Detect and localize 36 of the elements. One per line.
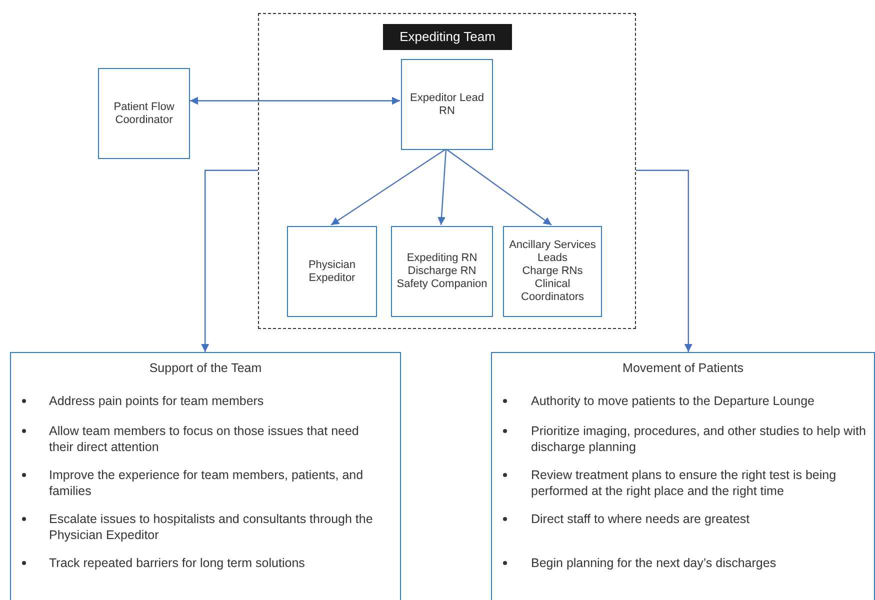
arrow bbox=[201, 170, 258, 352]
box-heading: Support of the Team bbox=[148, 360, 263, 376]
arrow bbox=[438, 148, 447, 226]
arrow bbox=[330, 148, 446, 226]
node-text: Expediting RN bbox=[406, 252, 478, 265]
list-box bbox=[491, 352, 875, 600]
node-text: Expeditor Lead RN bbox=[409, 92, 485, 118]
node-text: Physician Expeditor bbox=[307, 258, 357, 284]
node-text: Patient Flow Coordinator bbox=[112, 100, 176, 126]
process-box bbox=[503, 226, 602, 317]
list-item-text: Direct staff to where needs are greatest bbox=[531, 511, 751, 527]
process-box bbox=[391, 226, 493, 317]
list-item-text: Improve the experience for team members, patients, and families bbox=[49, 467, 364, 499]
list-box bbox=[10, 352, 401, 600]
dashed-group-box bbox=[258, 13, 636, 329]
list-item-text: Begin planning for the next day’s discharges bbox=[531, 555, 778, 571]
list-item-text: Track repeated barriers for long term solutions bbox=[49, 555, 306, 571]
node-text: Clinical Coordinators bbox=[520, 278, 585, 304]
arrow bbox=[636, 170, 692, 352]
double-arrow bbox=[190, 96, 400, 105]
node-text: Charge RNs bbox=[522, 265, 583, 278]
list-item-text: Address pain points for team members bbox=[49, 393, 265, 409]
arrow bbox=[446, 148, 552, 226]
process-box bbox=[287, 226, 377, 317]
list-item-text: Review treatment plans to ensure the right test is being performed at the right place and the right time bbox=[531, 467, 838, 499]
group-title-label: Expediting Team bbox=[383, 24, 512, 50]
node-text: Ancillary Services Leads bbox=[508, 239, 597, 265]
list-item-text: Authority to move patients to the Departure Lounge bbox=[531, 393, 816, 409]
node-text: Safety Companion bbox=[396, 278, 488, 291]
list-item-text: Escalate issues to hospitalists and consultants through the Physician Expeditor bbox=[49, 511, 374, 543]
process-box bbox=[98, 68, 190, 159]
list-item-text: Prioritize imaging, procedures, and other studies to help with discharge planning bbox=[531, 423, 867, 455]
box-heading: Movement of Patients bbox=[622, 360, 744, 376]
list-item-text: Allow team members to focus on those issues that need their direct attention bbox=[49, 423, 360, 455]
node-text: Discharge RN bbox=[408, 265, 476, 278]
process-box bbox=[401, 59, 493, 150]
